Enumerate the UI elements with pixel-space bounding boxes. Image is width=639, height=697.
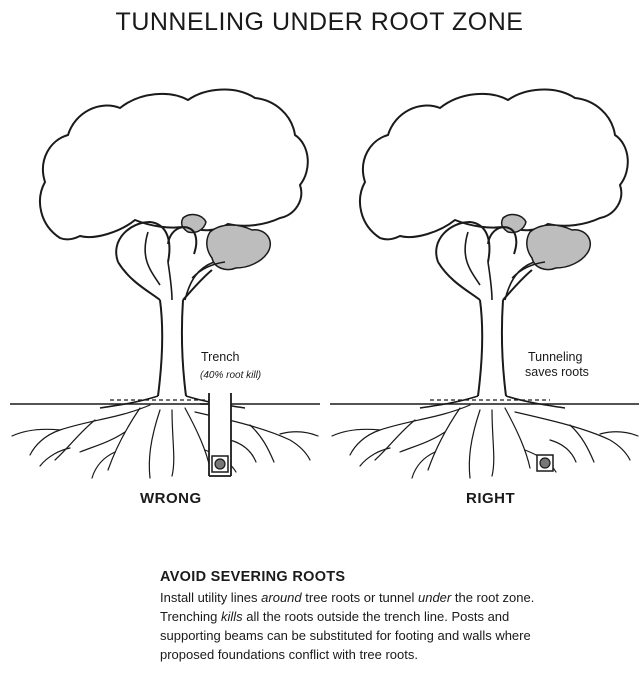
- caption-text: Install utility lines around tree roots …: [160, 588, 560, 664]
- trench-label: Trench: [201, 350, 240, 364]
- caption-text-part: tree roots or tunnel: [301, 590, 418, 605]
- tree-right: [329, 88, 639, 479]
- right-label: RIGHT: [466, 490, 516, 507]
- wrong-label: WRONG: [140, 490, 202, 507]
- tunneling-label: Tunneling: [528, 350, 583, 364]
- caption-block: AVOID SEVERING ROOTS Install utility lin…: [160, 569, 560, 664]
- tunnel-pipe-icon: [536, 454, 554, 472]
- caption-emphasis-around: around: [261, 590, 302, 605]
- caption-text-part: Install utility lines: [160, 590, 262, 605]
- caption-heading: AVOID SEVERING ROOTS: [160, 569, 346, 585]
- caption-emphasis-kills: kills: [220, 609, 243, 624]
- caption-text-part: the root zone. Trenching: [160, 590, 535, 624]
- saves-roots-label: saves roots: [525, 365, 589, 379]
- page-title: TUNNELING UNDER ROOT ZONE: [115, 8, 524, 36]
- trench-root-kill-label: (40% root kill): [200, 370, 262, 381]
- utility-pipe-icon: [211, 455, 229, 473]
- caption-text-part: all the roots outside the trench line. P…: [160, 609, 531, 662]
- trench: [200, 393, 232, 477]
- caption-emphasis-under: under: [417, 590, 452, 605]
- tree-wrong: [9, 88, 321, 479]
